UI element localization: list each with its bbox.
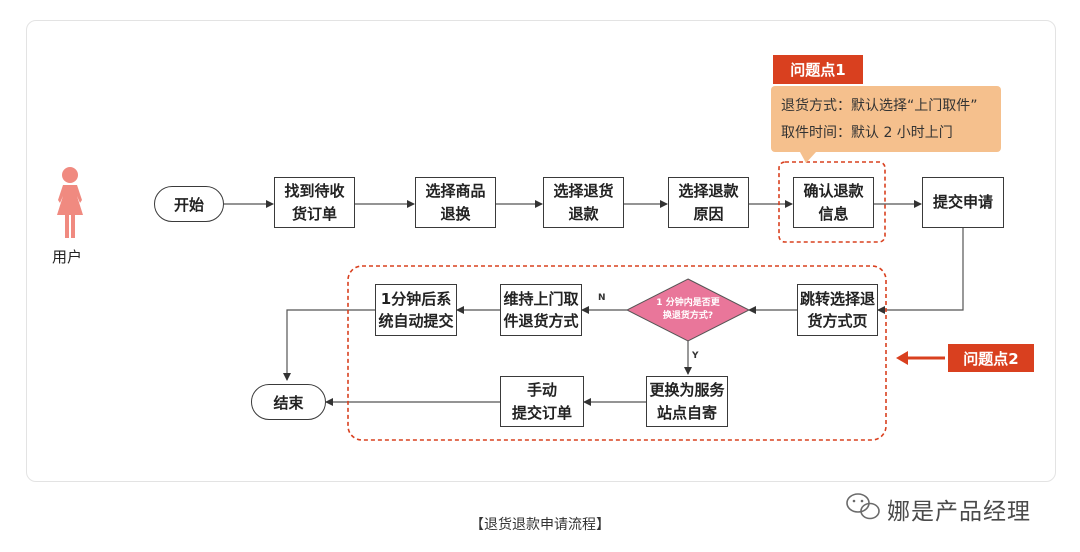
edge-label-no: N (598, 293, 606, 303)
issue1-tag: 问题点1 (773, 55, 863, 84)
note-line-return-method: 退货方式：默认选择“上门取件” (781, 98, 978, 114)
edge-submit-jump (877, 228, 964, 314)
node-select-refund: 选择退货 退款 (543, 177, 624, 228)
issue2-tag: 问题点2 (948, 344, 1034, 372)
node-end: 结束 (251, 384, 326, 420)
node-confirm-refund: 确认退款 信息 (793, 177, 874, 228)
decision-diamond (625, 278, 751, 342)
note-line-pickup-time: 取件时间：默认 2 小时上门 (781, 124, 953, 141)
issue1-note: 退货方式：默认选择“上门取件” 取件时间：默认 2 小时上门 (771, 86, 1001, 152)
edge-auto-end (283, 309, 375, 381)
note-pointer (800, 152, 816, 163)
actor-user-label: 用户 (52, 248, 83, 266)
wechat-logo-icon (846, 493, 880, 520)
user-icon (57, 167, 83, 238)
issue2-arrow-head (896, 351, 908, 365)
node-keep-pickup: 维持上门取 件退货方式 (500, 284, 582, 336)
node-select-reason: 选择退款 原因 (668, 177, 749, 228)
node-decision-label: 1 分钟内是否更 换退货方式? (656, 297, 720, 322)
node-submit: 提交申请 (922, 177, 1004, 228)
node-select-item: 选择商品 退换 (415, 177, 496, 228)
diagram-caption: 【退货退款申请流程】 (470, 517, 610, 533)
node-jump-page: 跳转选择退 货方式页 (797, 284, 878, 336)
node-switch-station: 更换为服务 站点自寄 (646, 376, 728, 427)
edge-label-yes: Y (692, 351, 699, 361)
node-find-order: 找到待收 货订单 (274, 177, 355, 228)
issue2-highlight (347, 265, 887, 441)
node-start: 开始 (154, 186, 224, 222)
issue1-highlight (778, 161, 886, 243)
watermark-text: 娜是产品经理 (887, 499, 1031, 525)
node-manual-submit: 手动 提交订单 (500, 376, 584, 427)
node-auto-submit: 1分钟后系 统自动提交 (375, 284, 457, 336)
